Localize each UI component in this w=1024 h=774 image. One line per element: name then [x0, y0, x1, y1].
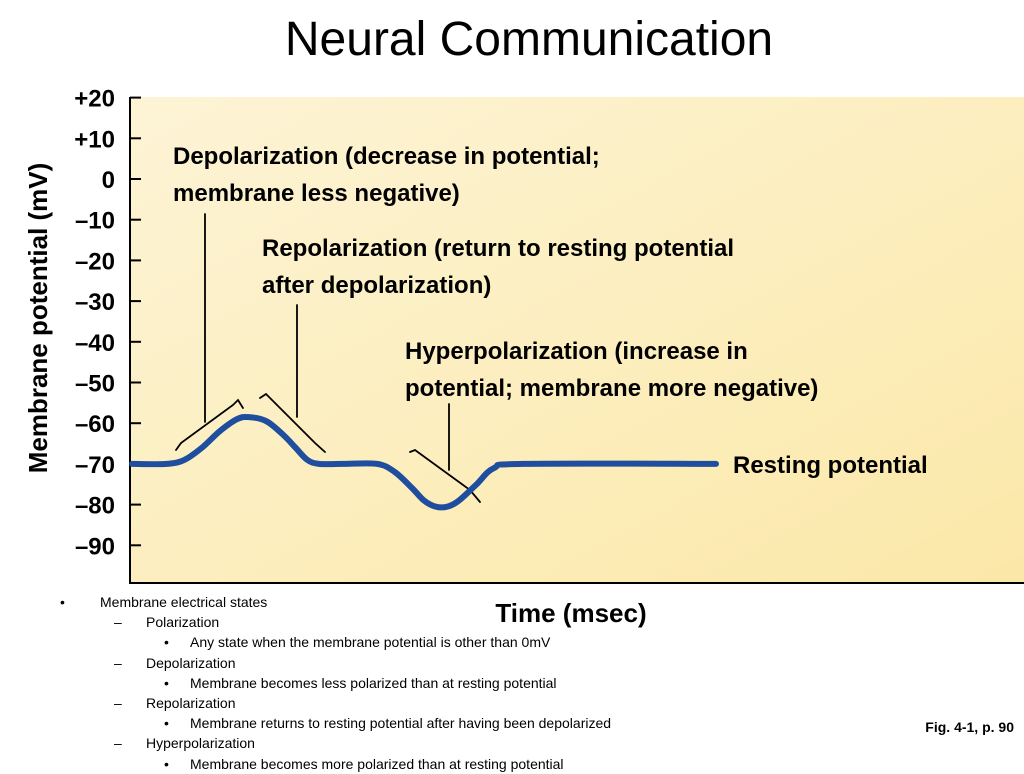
hyperpolarization-annotation-line: Hyperpolarization (increase in	[405, 338, 748, 365]
slide-title: Neural Communication	[284, 13, 774, 66]
y-tick-label: –60	[75, 411, 115, 438]
depolarization-bracket	[175, 398, 244, 451]
dash-marker: –	[114, 654, 122, 671]
y-ticks: +20 +10 0 –10 –20 –30 –40 –50 –60 –70 –80 –90	[74, 86, 141, 560]
y-axis-label: Membrane potential (mV)	[23, 163, 53, 474]
depolarization-annotation: Depolarization (decrease in potential; me…	[173, 143, 600, 207]
repolarization-annotation-line: Repolarization (return to resting potent…	[262, 235, 734, 262]
depolarization-annotation-line: membrane less negative)	[173, 180, 460, 207]
hyperpolarization-annotation-line: potential; membrane more negative)	[405, 375, 818, 402]
y-tick-label: +20	[74, 86, 115, 113]
outline-item: • Membrane becomes more polarized than at…	[58, 754, 778, 774]
dash-marker: –	[114, 735, 122, 752]
y-tick-label: –10	[75, 208, 115, 235]
outline-item-text: Membrane returns to resting potential af…	[190, 715, 612, 732]
outline-item: – Depolarization	[58, 653, 778, 673]
outline-item-text: Membrane electrical states	[100, 594, 268, 610]
y-tick-label: –30	[75, 289, 115, 316]
outline-item: – Hyperpolarization	[58, 733, 778, 753]
figure-reference: Fig. 4-1, p. 90	[925, 719, 1014, 735]
repolarization-annotation: Repolarization (return to resting potent…	[262, 235, 734, 299]
bullet-marker: •	[164, 715, 169, 732]
repolarization-bracket	[259, 392, 326, 453]
outline-item-text: Membrane becomes less polarized than at …	[190, 674, 557, 691]
repolarization-annotation-line: after depolarization)	[262, 272, 491, 299]
y-tick-label: –20	[75, 248, 115, 275]
y-tick-label: –50	[75, 371, 115, 398]
outline-item-text: Repolarization	[146, 695, 236, 712]
outline-item: – Repolarization	[58, 693, 778, 713]
outline-item-text: Depolarization	[146, 654, 236, 671]
y-tick-label: –80	[75, 493, 115, 520]
outline-item-text: Any state when the membrane potential is…	[190, 634, 551, 651]
y-tick-label: 0	[102, 167, 115, 194]
y-tick-label: +10	[74, 126, 115, 153]
outline-item: – Polarization	[58, 612, 778, 632]
phase-brackets	[175, 213, 481, 503]
y-tick-label: –40	[75, 330, 115, 357]
dash-marker: –	[114, 614, 122, 631]
bullet-marker: •	[164, 674, 169, 691]
dash-marker: –	[114, 695, 122, 712]
hyperpolarization-annotation: Hyperpolarization (increase in potential;…	[405, 338, 818, 402]
bullet-marker: •	[164, 755, 169, 772]
outline-item: • Any state when the membrane potential i…	[58, 632, 778, 652]
outline-item: • Membrane returns to resting potential a…	[58, 713, 778, 733]
outline-item-text: Hyperpolarization	[146, 735, 255, 752]
depolarization-annotation-line: Depolarization (decrease in potential;	[173, 143, 600, 170]
membrane-potential-trace	[129, 413, 719, 511]
outline-item-text: Membrane becomes more polarized than at …	[190, 755, 564, 772]
y-tick-label: –90	[75, 533, 115, 560]
hyperpolarization-bracket	[409, 448, 481, 503]
x-axis-label: Time (msec)	[495, 598, 646, 628]
bullet-marker: •	[60, 594, 65, 610]
outline-item-text: Polarization	[146, 614, 220, 631]
phase-annotations: Depolarization (decrease in potential; me…	[173, 143, 928, 479]
bullet-marker: •	[164, 634, 169, 651]
notes-outline: • Membrane electrical states – Polarization…	[58, 592, 778, 774]
resting-annotation-line: Resting potential	[733, 452, 928, 479]
outline-item: • Membrane becomes less polarized than at…	[58, 673, 778, 693]
outline-item: • Membrane electrical states	[58, 592, 778, 612]
y-tick-label: –70	[75, 452, 115, 479]
plot-background	[130, 97, 1024, 584]
resting-annotation: Resting potential	[733, 452, 928, 479]
